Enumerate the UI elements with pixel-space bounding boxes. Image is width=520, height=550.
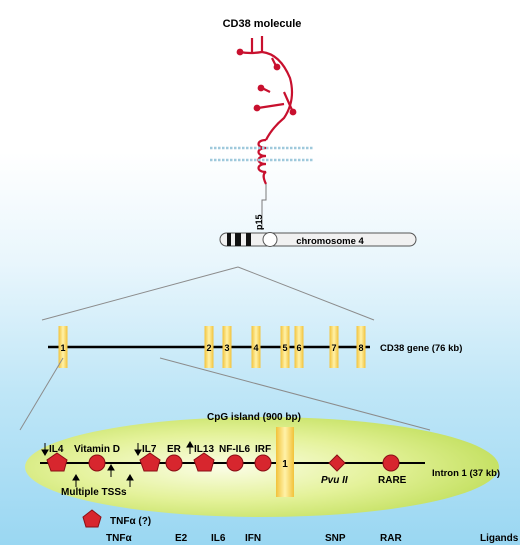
ligand-ifn: IFN [245,533,261,544]
exon-label-2: 2 [206,343,211,353]
molecule-backbone [239,50,294,141]
exon-label-8: 8 [358,343,363,353]
gene-label: CD38 gene (76 kb) [380,343,462,354]
intron-exon-1 [276,427,294,497]
label-il4: IL4 [49,444,64,455]
site-rare-circle [382,454,400,472]
exon-5 [280,326,290,368]
exon-2 [204,326,214,368]
exon-3 [222,326,232,368]
site-snp-diamond [328,454,346,472]
molecule-stalk-4 [257,102,285,110]
site-er-circle [165,454,183,472]
site-irf-circle [254,454,272,472]
site-il7-pentagon [139,452,161,472]
chromosome-band-1 [227,233,231,246]
chromosome: chromosome 4 p15 [219,214,417,247]
ligands-heading: Ligands [480,533,519,544]
site-nf-il6-circle [226,454,244,472]
exon-label-6: 6 [296,343,301,353]
molecule-stalk-3 [282,91,294,111]
exon-label-5: 5 [282,343,287,353]
exon-7 [329,326,339,368]
site-il4-pentagon [46,452,68,472]
exon-label-7: 7 [331,343,336,353]
label-il13: IL13 [194,444,214,455]
molecule-glycans [236,48,297,116]
chromosome-band-2 [235,233,241,246]
transmembrane-helix [257,138,267,185]
binding-sites [46,452,400,472]
chromosome-band-3 [246,233,251,246]
intron-label: Intron 1 (37 kb) [432,468,500,479]
ligand-e2: E2 [175,533,188,544]
exon-1 [58,326,68,368]
exon-label-3: 3 [224,343,229,353]
zoom-line-right [237,266,375,321]
centromere [262,232,278,247]
ligand-snp: SNP [325,533,346,544]
exon-6 [294,326,304,368]
zoom-line-lower-right [159,357,431,431]
zoom-line-left [41,266,239,321]
label-il7: IL7 [142,444,157,455]
gene-connector [261,184,267,230]
site-vitamin-d-circle [88,454,106,472]
ligand-il6: IL6 [211,533,226,544]
exon-label-4: 4 [253,343,258,353]
arrows [41,441,194,487]
ligand-rar: RAR [380,533,402,544]
legend-tnf-pentagon [82,509,102,528]
label-irf: IRF [255,444,271,455]
label-er: ER [167,444,182,455]
chromosome-label: chromosome 4 [296,236,364,247]
legend-tnf-label: TNFα (?) [110,516,151,527]
cd38-molecule [239,36,294,185]
label-pvu-ii: Pvu II [321,475,348,486]
label-vitamin-d: Vitamin D [74,444,120,455]
label-rare: RARE [378,475,407,486]
exon-4 [251,326,261,368]
molecule-title: CD38 molecule [223,18,302,30]
exon-8 [356,326,366,368]
chromosome-band-label: p15 [254,214,264,230]
ligand-row: TNFα E2 IL6 IFN SNP RAR Ligands [106,533,519,544]
label-nf-il6: NF-IL6 [219,444,251,455]
cpg-island-label: CpG island (900 bp) [207,412,301,423]
label-multiple-tss: Multiple TSSs [61,487,127,498]
cell-membrane [210,146,314,162]
intron-exon-1-label: 1 [282,459,288,470]
ligand-tnf: TNFα [106,533,132,544]
zoom-line-lower-left [19,357,64,431]
site-il13-pentagon [193,452,215,472]
exon-label-1: 1 [60,343,65,353]
